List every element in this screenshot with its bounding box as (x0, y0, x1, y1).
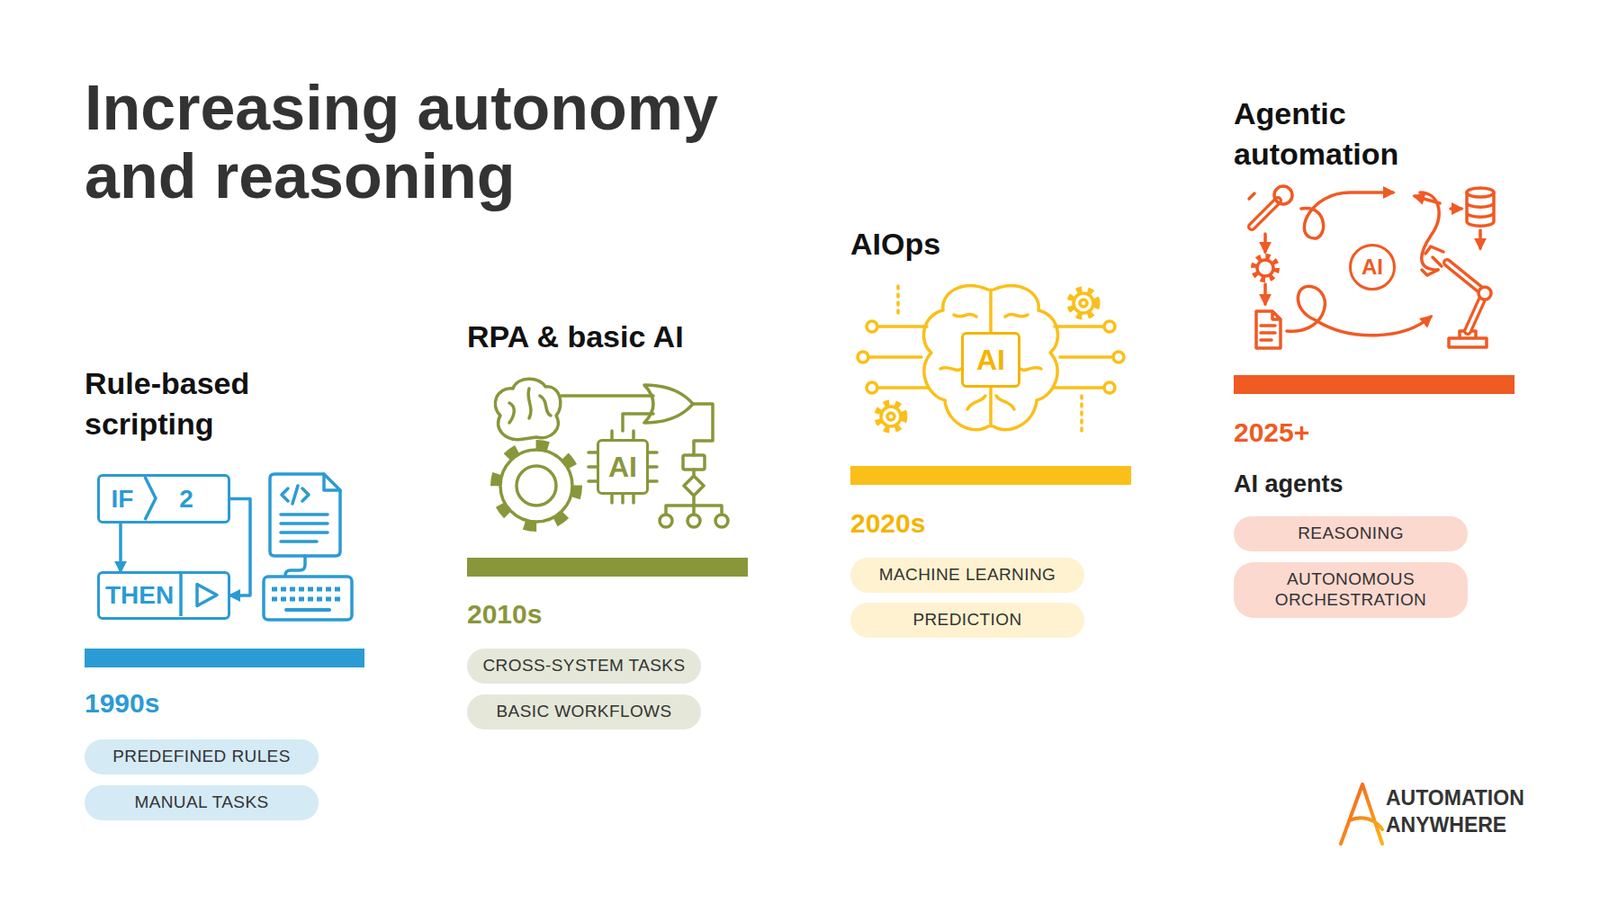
tag-pill: PREDICTION (850, 602, 1085, 639)
rpa-icon (494, 378, 729, 528)
ai-chip: AI (596, 439, 649, 495)
document-icon (1256, 311, 1281, 349)
chip-text: AI (608, 450, 638, 485)
brain-icon (494, 378, 561, 440)
chip-text: AI (976, 343, 1006, 378)
ai-chip: AI (961, 332, 1021, 388)
pill-text: REASONING (1297, 523, 1404, 545)
aiops-icon (857, 286, 1124, 436)
flow-loop (1286, 286, 1431, 336)
gear-icon (1073, 293, 1094, 314)
stage-bar (1233, 375, 1515, 395)
flow-loop (1420, 192, 1439, 270)
pill-text: MANUAL TASKS (134, 792, 269, 814)
gear-icon (500, 449, 573, 522)
agentic-icon (1249, 186, 1494, 349)
diagram-title: Increasing autonomy and reasoning (84, 73, 823, 211)
or-gate (644, 385, 693, 423)
tag-pill: MACHINE LEARNING (850, 557, 1085, 594)
database-icon (1466, 188, 1494, 198)
gear-icon (880, 406, 901, 427)
pill-text: MACHINE LEARNING (879, 565, 1056, 586)
flow-loop (1301, 192, 1394, 239)
stage-bar (850, 466, 1132, 486)
stage-subtitle: AI agents (1233, 469, 1504, 499)
flow-arrow (230, 499, 251, 597)
tag-pill: PREDEFINED RULES (84, 739, 319, 775)
pill-text: CROSS-SYSTEM TASKS (482, 656, 685, 677)
stage-year: 2010s (467, 599, 648, 630)
circuit (868, 326, 1114, 388)
keyboard-icon (263, 576, 352, 621)
flow-arrow (118, 523, 123, 572)
stage-heading: Rule-based scripting (84, 363, 319, 445)
stage-heading: AIOps (850, 224, 1121, 265)
tag-pill: AUTONOMOUS ORCHESTRATION (1233, 562, 1468, 619)
stage-bar (467, 557, 748, 577)
stage-heading: Agentic automation (1233, 93, 1470, 175)
if-block: IF2 (97, 474, 231, 524)
logo-mark (1340, 784, 1383, 845)
ai-circle: AI (1348, 243, 1396, 291)
stage-heading: RPA & basic AI (467, 316, 827, 358)
pill-text: PREDICTION (912, 610, 1022, 631)
condition-value: 2 (144, 485, 228, 514)
then-keyword: THEN (99, 581, 180, 611)
pill-text: AUTONOMOUS ORCHESTRATION (1246, 569, 1456, 612)
stage-year: 1990s (84, 688, 265, 720)
tag-pill: CROSS-SYSTEM TASKS (467, 648, 702, 684)
wrench-icon (1251, 200, 1278, 227)
wire (692, 404, 713, 456)
then-block: THEN (97, 571, 231, 621)
pill-text: PREDEFINED RULES (112, 746, 291, 768)
chip-pins (588, 431, 657, 504)
flow-diamond (665, 469, 722, 515)
stage-bar (84, 648, 365, 668)
stage-year: 2025+ (1233, 417, 1414, 449)
chip-text: AI (1361, 254, 1384, 280)
tag-pill: REASONING (1233, 516, 1468, 552)
pill-text: BASIC WORKFLOWS (496, 701, 673, 723)
brain-icon (923, 286, 1058, 431)
tag-pill: MANUAL TASKS (84, 785, 319, 821)
flow-box (683, 455, 705, 470)
code-document-icon (269, 474, 341, 576)
if-keyword: IF (99, 485, 145, 514)
stage-year: 2020s (850, 508, 1031, 540)
tag-pill: BASIC WORKFLOWS (467, 694, 702, 730)
gear-icon (1257, 260, 1274, 277)
wire (561, 395, 654, 432)
logo-text: AUTOMATION ANYWHERE (1385, 784, 1541, 839)
